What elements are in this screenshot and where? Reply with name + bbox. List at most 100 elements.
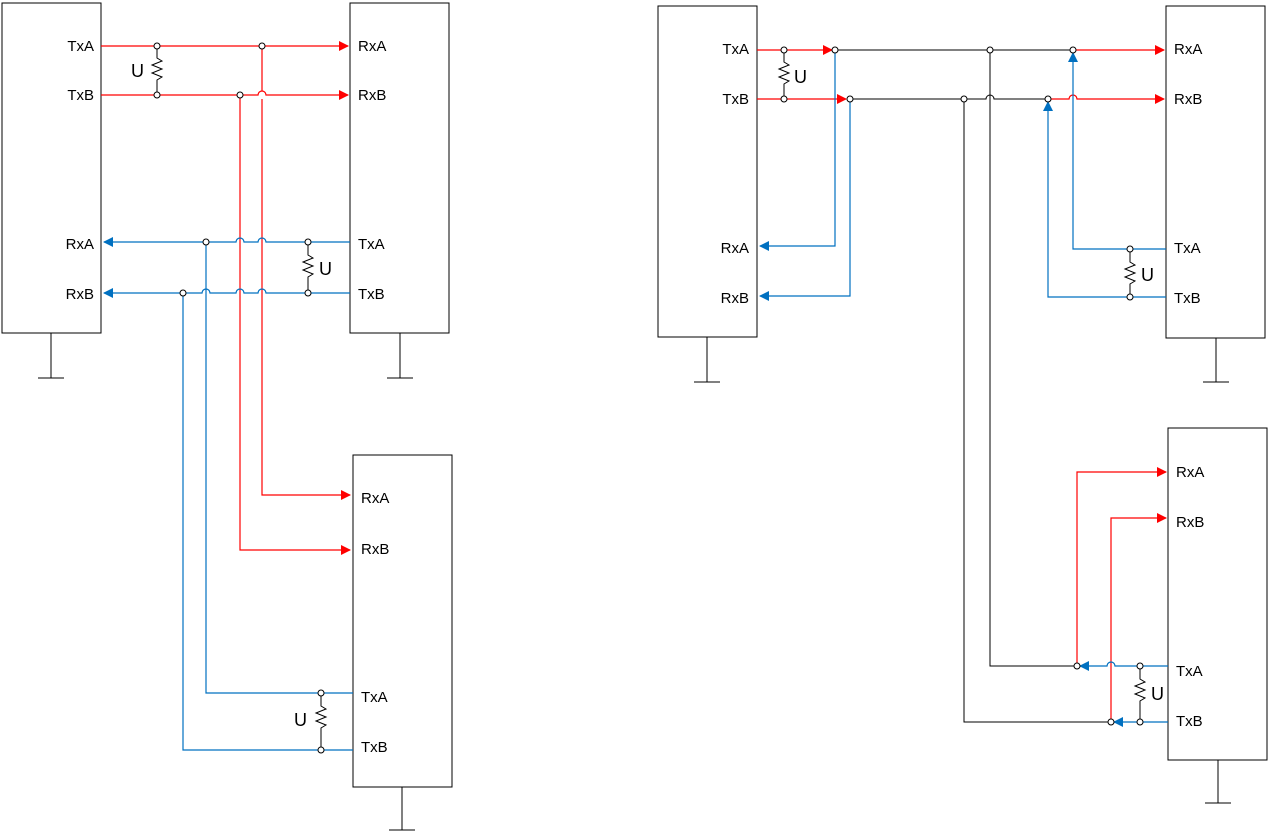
bus-line-b (850, 94, 1048, 100)
label-rxb: RxB (721, 290, 749, 307)
left-resistor-2: U (301, 242, 332, 293)
wire-dev3-txa (1079, 661, 1168, 671)
right-bus-lines (835, 49, 1111, 723)
wire-dev3-rxb (1110, 513, 1167, 722)
label-txa: TxA (1174, 240, 1201, 257)
label-rxb: RxB (358, 87, 386, 104)
right-rx-lines (759, 50, 1168, 727)
wire-txa-to-rxa (103, 237, 350, 247)
junction-node (960, 95, 968, 103)
wire-branch-rxa-dev3 (261, 46, 350, 495)
left-tx-lines (101, 41, 351, 555)
wire-branch-rxb-dev3 (239, 95, 351, 555)
right-resistor-2: U (1123, 249, 1154, 297)
junction-node (1044, 95, 1052, 103)
label-rxa: RxA (721, 240, 749, 257)
bus-drop-a (989, 50, 1077, 667)
label-rxb: RxB (1174, 91, 1202, 108)
ground-symbol (387, 333, 413, 379)
resistor-symbol (1123, 249, 1137, 297)
device-box (1165, 5, 1266, 339)
resistor-symbol (301, 242, 315, 293)
resistor-label: U (1141, 265, 1154, 285)
junction-node (1136, 662, 1144, 670)
junction-node (1126, 293, 1134, 301)
label-rxa: RxA (358, 38, 386, 55)
label-txa: TxA (361, 689, 388, 706)
device-box (1167, 427, 1268, 761)
junction-node (1069, 46, 1077, 54)
ground-symbol (38, 333, 64, 379)
left-diagram: TxA TxB RxA RxB RxA RxB TxA TxB RxA RxB … (1, 2, 453, 831)
left-resistor-1: U (131, 46, 164, 95)
label-txb: TxB (67, 87, 94, 104)
junction-node (153, 42, 161, 50)
label-txb: TxB (361, 739, 388, 756)
wire-dev3-txb (182, 293, 353, 751)
wire-dev3-rxa (1076, 467, 1167, 666)
label-rxb: RxB (66, 286, 94, 303)
label-rxb: RxB (361, 541, 389, 558)
junction-node (304, 289, 312, 297)
junction-node (780, 95, 788, 103)
label-txb: TxB (722, 91, 749, 108)
label-txa: TxA (358, 236, 385, 253)
device-box (349, 2, 450, 334)
label-txb: TxB (1174, 290, 1201, 307)
junction-node (179, 289, 187, 297)
label-rxb: RxB (1176, 514, 1204, 531)
left-rx-lines (103, 237, 353, 751)
junction-node (831, 46, 839, 54)
resistor-symbol (314, 693, 328, 750)
wire-dev1-rxb (759, 99, 851, 301)
wire-dev3-txa (205, 242, 353, 694)
device-box (1, 2, 102, 334)
junction-node (1107, 718, 1115, 726)
resistor-label: U (131, 61, 144, 81)
junction-node (846, 95, 854, 103)
resistor-label: U (1151, 684, 1164, 704)
resistor-symbol (777, 50, 791, 99)
wire-txb-to-rxb (103, 288, 350, 298)
junction-node (780, 46, 788, 54)
resistor-symbol (150, 46, 164, 95)
right-device-1: TxA TxB RxA RxB (657, 5, 758, 383)
ground-symbol (1205, 760, 1231, 804)
label-txa: TxA (67, 38, 94, 55)
right-junctions (780, 46, 1144, 726)
right-tx-lines (757, 45, 1167, 722)
bus-drop-b (963, 99, 1111, 723)
junction-node (258, 42, 266, 50)
junction-node (236, 91, 244, 99)
junction-node (202, 238, 210, 246)
resistor-symbol (1133, 666, 1147, 722)
resistor-label: U (794, 67, 807, 87)
ground-symbol (694, 337, 720, 383)
left-device-2: RxA RxB TxA TxB (349, 2, 450, 379)
label-rxa: RxA (361, 490, 389, 507)
junction-node (304, 238, 312, 246)
junction-node (1126, 245, 1134, 253)
right-device-2: RxA RxB TxA TxB (1165, 5, 1266, 383)
device-box (657, 5, 758, 338)
wire-dev1-rxa (759, 50, 836, 251)
left-resistor-3: U (294, 693, 328, 750)
right-device-3: RxA RxB TxA TxB (1167, 427, 1268, 804)
wire-dev2-txa (1068, 52, 1166, 250)
wire-txb-to-rxb (101, 90, 349, 100)
right-diagram: TxA TxB RxA RxB RxA RxB TxA TxB RxA RxB … (657, 5, 1268, 804)
junction-node (1136, 718, 1144, 726)
label-rxa: RxA (66, 236, 94, 253)
junction-node (153, 91, 161, 99)
left-junctions (153, 42, 325, 754)
device-box (352, 454, 453, 788)
label-rxa: RxA (1176, 464, 1204, 481)
junction-node (317, 689, 325, 697)
junction-node (317, 746, 325, 754)
label-txa: TxA (722, 41, 749, 58)
left-device-3: RxA RxB TxA TxB (352, 454, 453, 831)
junction-node (1073, 662, 1081, 670)
label-txa: TxA (1176, 663, 1203, 680)
ground-symbol (1203, 338, 1229, 383)
right-resistor-1: U (777, 50, 807, 99)
